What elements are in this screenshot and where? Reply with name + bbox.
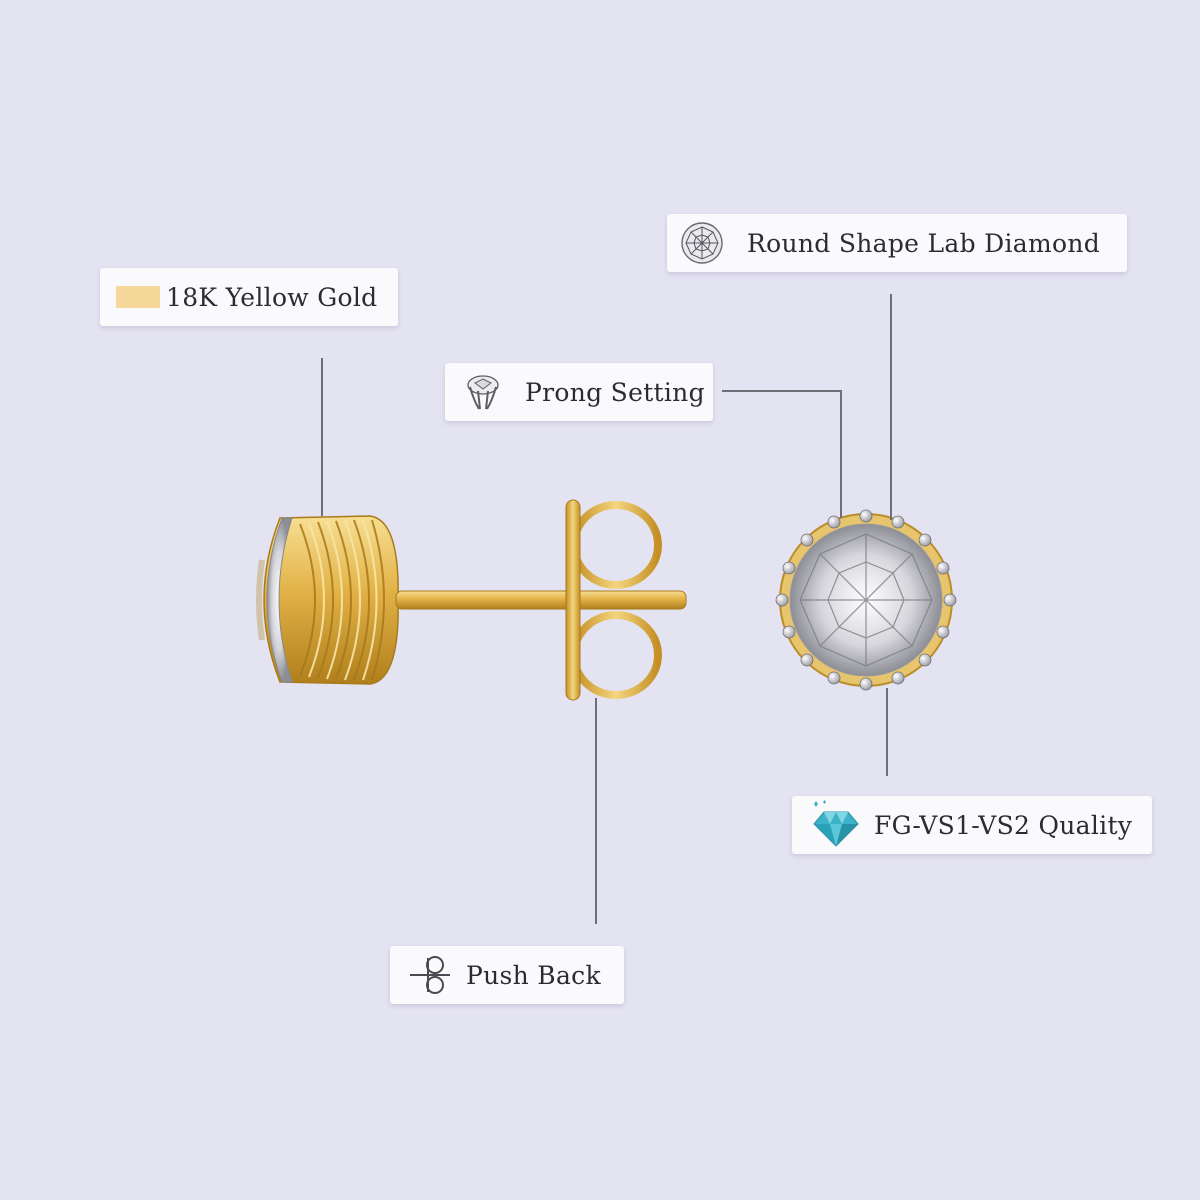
prong-setting-icon [463, 370, 503, 414]
push-back-icon [408, 952, 452, 998]
quality-callout: FG-VS1-VS2 Quality [792, 796, 1152, 854]
setting-label: Prong Setting [525, 377, 705, 407]
back-leader-line [595, 698, 597, 924]
diamond-leader-line [890, 294, 892, 520]
metal-label: 18K Yellow Gold [166, 282, 378, 312]
diamond-callout: Round Shape Lab Diamond [667, 214, 1127, 272]
back-callout: Push Back [390, 946, 624, 1004]
quality-leader-line [886, 688, 888, 776]
setting-callout: Prong Setting [445, 363, 713, 421]
earring-top-view [775, 509, 957, 691]
round-diamond-icon [679, 220, 725, 266]
metal-callout: 18K Yellow Gold [100, 268, 398, 326]
quality-label: FG-VS1-VS2 Quality [874, 810, 1133, 840]
setting-leader-line-v [840, 390, 842, 518]
diamond-label: Round Shape Lab Diamond [747, 228, 1101, 258]
gold-swatch-icon [116, 286, 160, 308]
back-label: Push Back [466, 960, 601, 990]
setting-leader-line-h [722, 390, 842, 392]
earring-side-view [256, 499, 687, 701]
metal-leader-line [321, 358, 323, 516]
gem-icon [810, 800, 862, 850]
